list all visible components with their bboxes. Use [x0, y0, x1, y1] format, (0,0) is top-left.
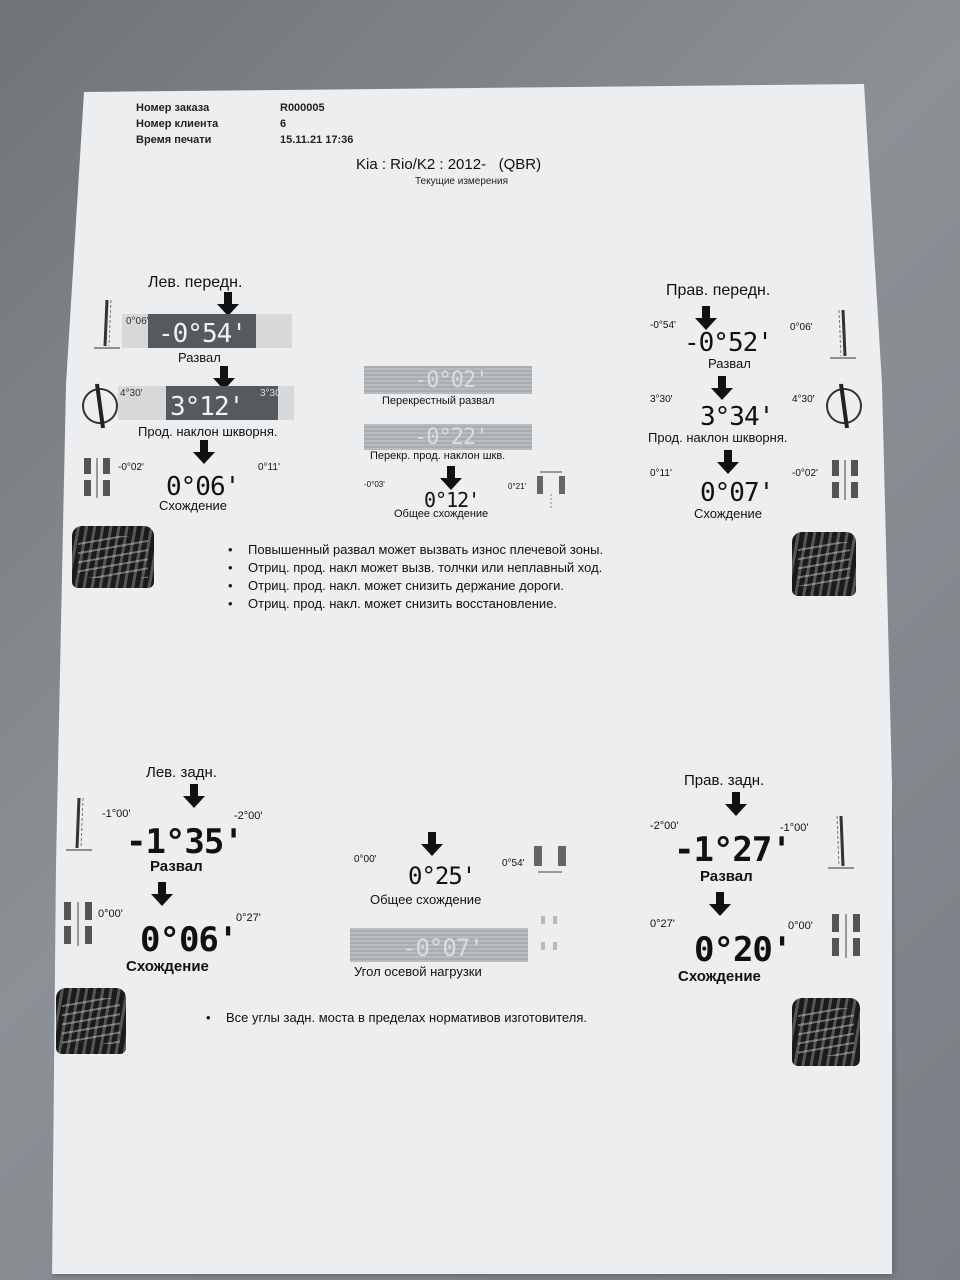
front-left-toe-min: -0°02'	[118, 462, 144, 473]
rear-total-toe-min: 0°00'	[354, 854, 377, 865]
front-left-caster-value: 3°12'	[170, 392, 244, 422]
order-label: Номер заказа	[136, 102, 210, 114]
rear-left-toe-label: Схождение	[126, 958, 209, 975]
front-right-camber-value: -0°52'	[684, 328, 773, 358]
front-right-camber-max: 0°06'	[790, 322, 813, 333]
rear-right-toe-min: 0°27'	[650, 918, 675, 930]
rear-right-camber-min: -2°00'	[650, 820, 679, 832]
front-left-title: Лев. передн.	[148, 274, 243, 291]
thrust-angle-value: -0°07'	[402, 934, 484, 962]
front-left-caster-bar	[118, 386, 294, 420]
rear-left-camber-min: -1°00'	[102, 808, 131, 820]
cross-camber-value: -0°02'	[414, 368, 488, 393]
front-note-4: Отриц. прод. накл. может снизить восстан…	[228, 596, 557, 611]
cross-caster-label: Перекр. прод. наклон шкв.	[370, 450, 506, 462]
total-toe-diagram-icon	[537, 471, 565, 508]
camber-diagram-icon	[94, 299, 120, 349]
front-left-toe-label: Схождение	[159, 498, 228, 513]
rear-left-camber-value: -1°35'	[126, 822, 244, 862]
print-time-value: 15.11.21 17:36	[280, 134, 354, 146]
camber-diagram-icon	[830, 309, 856, 359]
rear-total-toe-max: 0°54'	[502, 858, 525, 869]
tire-tread-icon	[792, 532, 856, 596]
tire-tread-icon	[56, 988, 126, 1054]
rear-left-title: Лев. задн.	[146, 764, 217, 781]
cross-camber-bar	[364, 366, 532, 394]
cross-caster-bar	[364, 424, 532, 450]
rear-left-camber-max: -2°00'	[234, 810, 263, 822]
rear-right-title: Прав. задн.	[684, 772, 765, 789]
front-left-camber-label: Развал	[178, 350, 221, 365]
front-right-title: Прав. передн.	[666, 282, 771, 299]
caster-diagram-icon	[82, 383, 118, 429]
thrust-angle-bar	[350, 928, 528, 962]
caster-diagram-icon	[826, 383, 862, 429]
front-total-toe-label: Общее схождение	[394, 508, 489, 520]
rear-left-camber-label: Развал	[150, 858, 203, 875]
thrust-diagram-icon	[541, 916, 557, 950]
front-left-caster-label: Прод. наклон шкворня.	[138, 424, 278, 439]
order-value: R000005	[280, 102, 325, 114]
rear-left-toe-value: 0°06'	[140, 920, 238, 960]
front-right-toe-max: -0°02'	[792, 468, 818, 479]
alignment-printout: Номер заказа R000005 Номер клиента 6 Вре…	[52, 84, 892, 1274]
toe-diagram-icon	[64, 902, 92, 946]
front-note-1: Повышенный развал может вызвать износ пл…	[228, 542, 603, 557]
front-note-2: Отриц. прод. накл может вызв. толчки или…	[228, 560, 602, 575]
page-subtitle: Текущие измерения	[415, 176, 509, 187]
front-left-camber-bar	[122, 314, 292, 348]
front-total-toe-value: 0°12'	[424, 488, 480, 512]
front-right-caster-min: 3°30'	[650, 394, 673, 405]
toe-diagram-icon	[84, 458, 110, 498]
tire-tread-icon	[792, 998, 860, 1066]
front-right-caster-max: 4°30'	[792, 394, 815, 405]
rear-right-toe-label: Схождение	[678, 968, 761, 985]
rear-right-toe-value: 0°20'	[694, 930, 792, 970]
front-left-toe-value: 0°06'	[166, 472, 240, 502]
print-time-label: Время печати	[136, 134, 212, 146]
total-toe-diagram-icon	[534, 846, 566, 873]
front-right-caster-label: Прод. наклон шкворня.	[648, 430, 788, 445]
worn-tire-icon	[72, 526, 154, 588]
rear-right-camber-label: Развал	[700, 868, 753, 885]
cross-camber-label: Перекрестный развал	[382, 395, 495, 407]
front-note-3: Отриц. прод. накл. может снизить держани…	[228, 578, 564, 593]
front-right-toe-label: Схождение	[694, 506, 763, 521]
camber-diagram-icon	[828, 815, 854, 869]
front-left-camber-value: -0°54'	[158, 319, 247, 349]
front-right-camber-label: Развал	[708, 356, 751, 371]
rear-right-toe-max: 0°00'	[788, 920, 813, 932]
client-label: Номер клиента	[136, 118, 219, 130]
toe-diagram-icon	[832, 914, 860, 958]
rear-total-toe-label: Общее схождение	[370, 892, 482, 907]
rear-left-toe-max: 0°27'	[236, 912, 261, 924]
client-value: 6	[280, 118, 287, 130]
rear-left-toe-min: 0°00'	[98, 908, 123, 920]
thrust-angle-label: Угол осевой нагрузки	[354, 964, 482, 979]
rear-total-toe-value: 0°25'	[408, 862, 476, 890]
front-right-toe-min: 0°11'	[650, 468, 672, 479]
camber-diagram-icon	[66, 797, 92, 851]
front-total-toe-min: -0°03'	[364, 480, 385, 489]
rear-note-1: Все углы задн. моста в пределах норматив…	[206, 1010, 587, 1025]
cross-caster-value: -0°22'	[414, 425, 488, 450]
rear-right-camber-value: -1°27'	[674, 830, 792, 870]
front-right-toe-value: 0°07'	[700, 478, 774, 508]
front-right-camber-min: -0°54'	[650, 320, 676, 331]
rear-right-camber-max: -1°00'	[780, 822, 809, 834]
front-right-caster-value: 3°34'	[700, 402, 774, 432]
front-left-toe-max: 0°11'	[258, 462, 280, 473]
front-left-camber-min: 0°06'	[126, 316, 149, 327]
front-left-caster-min: 4°30'	[120, 388, 143, 399]
front-left-camber-max: -0°54'	[258, 316, 284, 327]
front-left-caster-max: 3°30'	[260, 388, 283, 399]
front-total-toe-max: 0°21'	[508, 482, 527, 491]
toe-diagram-icon	[832, 460, 858, 500]
vehicle-title: Kia : Rio/K2 : 2012- (QBR)	[356, 156, 542, 173]
